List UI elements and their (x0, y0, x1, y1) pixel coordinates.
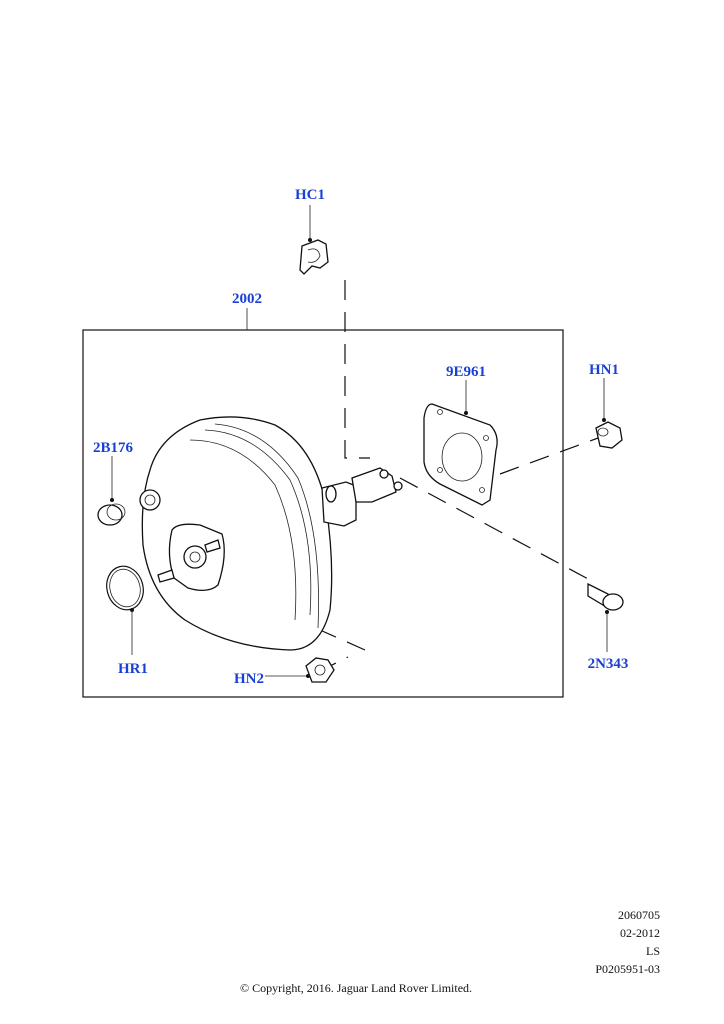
assembly-frame (82, 329, 564, 698)
callout-hn2: HN2 (234, 671, 264, 687)
clip-hc1 (299, 239, 329, 275)
reference-line-2: 02-2012 (620, 926, 660, 940)
callout-2b176: 2B176 (93, 440, 134, 456)
nut-hn1 (595, 421, 623, 449)
nut-hn2 (305, 657, 335, 683)
grommet-2b176 (97, 503, 126, 526)
callout-9e961: 9E961 (446, 364, 486, 380)
callout-hr1: HR1 (118, 661, 148, 677)
reference-line-1: 2060705 (618, 908, 660, 922)
ring-hr1 (106, 565, 144, 611)
reference-line-4: P0205951-03 (595, 962, 660, 976)
callout-hn1: HN1 (589, 362, 619, 378)
copyright-notice: © Copyright, 2016. Jaguar Land Rover Lim… (239, 981, 473, 995)
reference-line-3: LS (645, 944, 660, 958)
callout-2n343: 2N343 (588, 656, 629, 672)
callout-2002: 2002 (232, 291, 262, 307)
callout-hc1: HC1 (295, 187, 325, 203)
gasket-9e961 (423, 403, 498, 506)
brake-booster-body (139, 416, 403, 651)
pin-2n343 (587, 582, 624, 611)
